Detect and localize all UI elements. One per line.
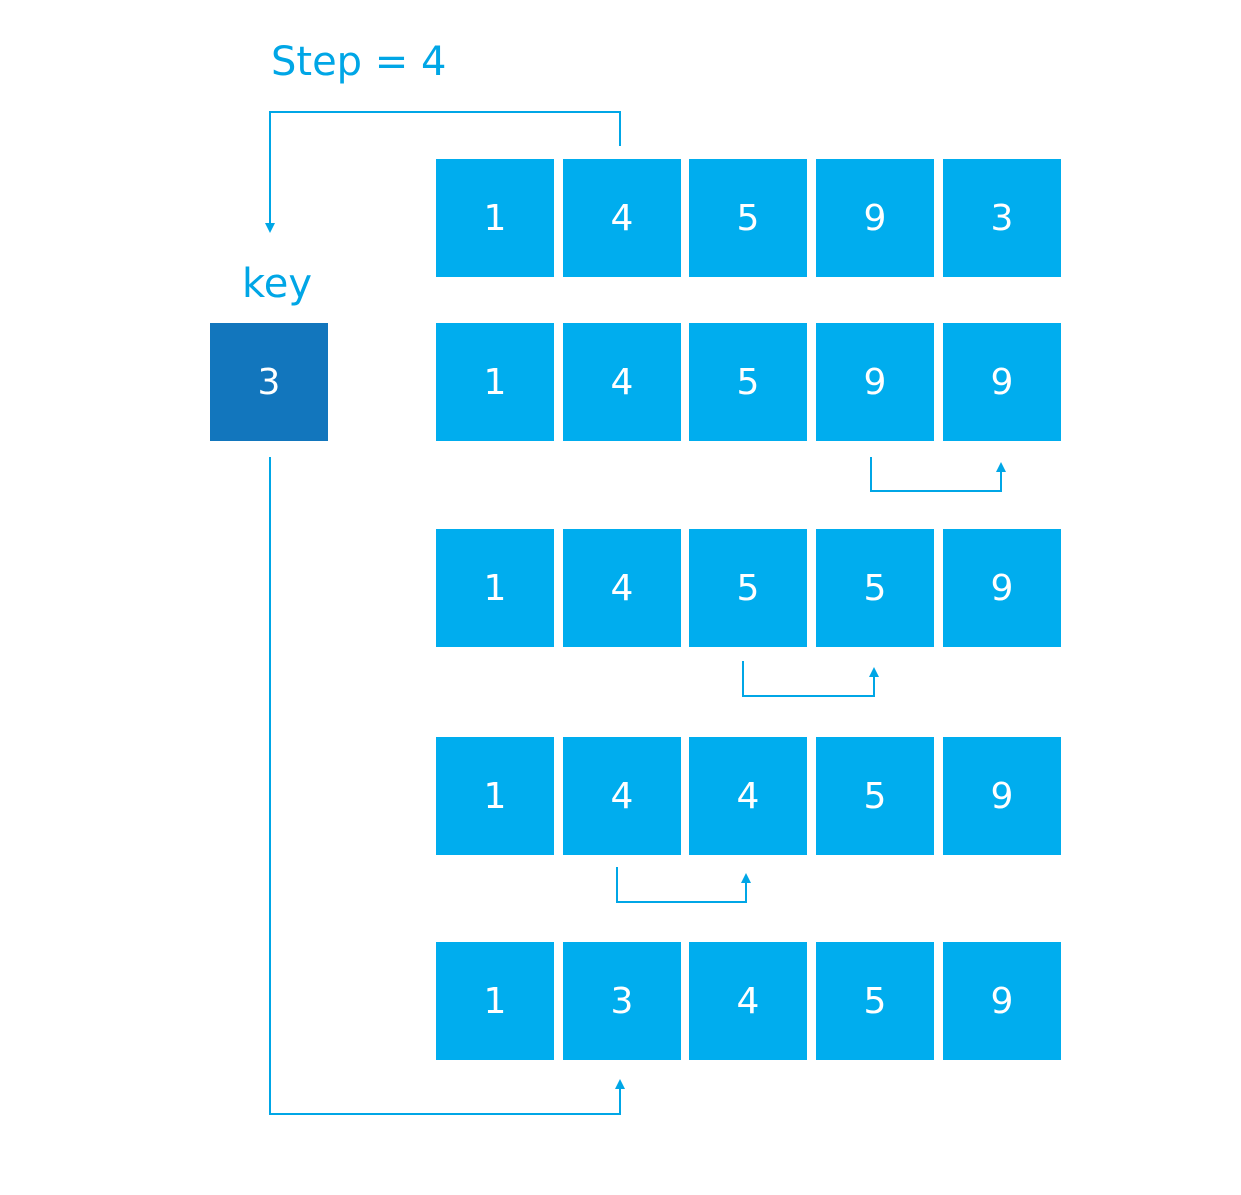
array-cell: 3 xyxy=(943,159,1061,277)
array-cell: 1 xyxy=(436,159,554,277)
insert-key-arrow xyxy=(269,457,625,1115)
array-cell: 5 xyxy=(689,159,807,277)
key-label: key xyxy=(242,261,313,307)
array-cell: 5 xyxy=(816,942,934,1060)
array-cell: 9 xyxy=(816,323,934,441)
array-cell: 1 xyxy=(436,737,554,855)
array-cell: 9 xyxy=(816,159,934,277)
shift-arrow-5 xyxy=(742,661,879,697)
array-cell: 9 xyxy=(943,529,1061,647)
array-cell: 9 xyxy=(943,323,1061,441)
step-label: Step = 4 xyxy=(271,39,447,85)
array-cell: 5 xyxy=(689,529,807,647)
array-cell: 9 xyxy=(943,737,1061,855)
array-cell: 1 xyxy=(436,529,554,647)
shift-arrow-4 xyxy=(616,867,751,903)
array-cell: 4 xyxy=(563,159,681,277)
array-cell: 1 xyxy=(436,942,554,1060)
array-cell: 5 xyxy=(816,529,934,647)
array-cell: 4 xyxy=(563,323,681,441)
array-cell: 3 xyxy=(563,942,681,1060)
array-cell: 9 xyxy=(943,942,1061,1060)
array-cell: 4 xyxy=(689,942,807,1060)
key-cell: 3 xyxy=(210,323,328,441)
shift-arrow-9 xyxy=(870,457,1006,492)
array-cell: 4 xyxy=(563,529,681,647)
array-cell: 5 xyxy=(816,737,934,855)
array-cell: 5 xyxy=(689,323,807,441)
array-cell: 4 xyxy=(689,737,807,855)
array-cell: 1 xyxy=(436,323,554,441)
key-extract-arrow xyxy=(265,111,621,233)
array-cell: 4 xyxy=(563,737,681,855)
